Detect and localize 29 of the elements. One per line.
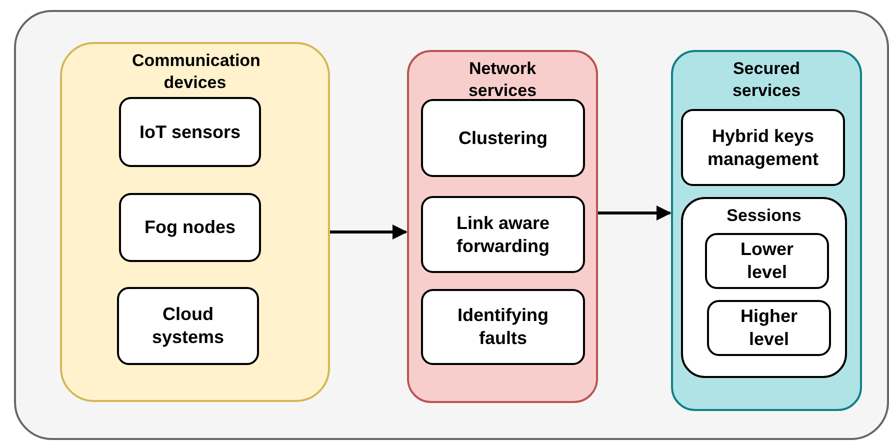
process-box (421, 289, 585, 365)
group-panel (60, 42, 330, 402)
group-heading: Sessions (726, 205, 802, 227)
process-box (117, 287, 259, 365)
box-label: Clustering (458, 126, 548, 150)
outer-panel (14, 10, 889, 440)
group-heading: Communication devices (131, 50, 262, 94)
box-label: Identifying faults (456, 304, 550, 350)
box-label: Link aware forwarding (455, 212, 551, 258)
arrow (330, 224, 408, 240)
box-label: Hybrid keys management (706, 124, 820, 170)
group-heading: Network services (467, 58, 538, 102)
box-label: IoT sensors (139, 120, 241, 144)
box-label: Lower level (739, 238, 794, 284)
box-label: Higher level (739, 305, 798, 351)
arrow (598, 206, 672, 220)
group-panel (681, 197, 847, 378)
process-box (119, 193, 261, 262)
group-heading: Secured services (731, 58, 802, 102)
group-panel (671, 50, 862, 411)
process-box (705, 233, 829, 289)
process-box (681, 109, 845, 186)
process-box (421, 99, 585, 177)
group-panel (407, 50, 598, 403)
box-label: Fog nodes (144, 216, 236, 239)
process-box (707, 300, 831, 356)
process-box (421, 196, 585, 273)
box-label: Cloud systems (150, 303, 226, 349)
process-box (119, 97, 261, 167)
